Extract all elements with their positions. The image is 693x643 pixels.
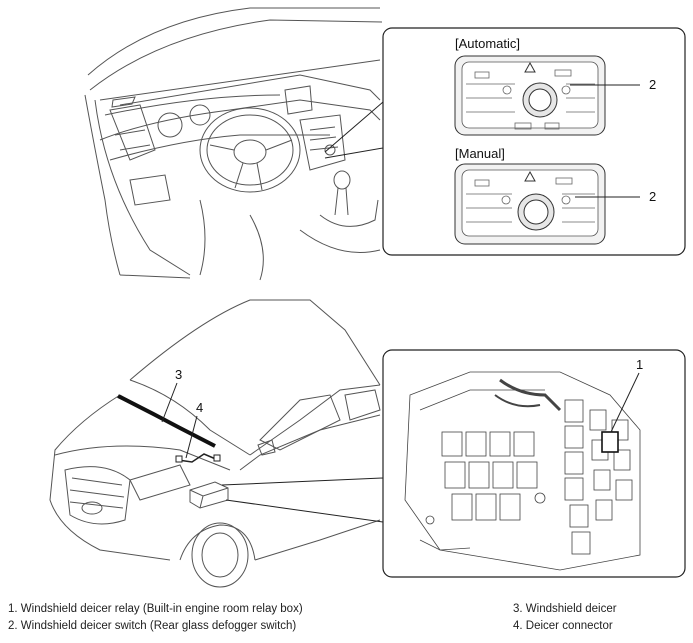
leader-line xyxy=(161,382,178,423)
leader-line xyxy=(221,477,384,486)
callout-4: 4 xyxy=(196,400,203,415)
leader-line xyxy=(324,147,384,159)
windshield-deicer xyxy=(117,394,216,448)
deicer-connector-plug xyxy=(213,454,221,462)
legend-right-column: 3. Windshield deicer 4. Deicer connector xyxy=(513,601,617,635)
legend-item-3: 3. Windshield deicer xyxy=(513,603,617,615)
legend-left-column: 1. Windshield deicer relay (Built-in eng… xyxy=(8,601,303,635)
callout-1: 1 xyxy=(636,357,643,372)
legend-item-2: 2. Windshield deicer switch (Rear glass … xyxy=(8,620,297,632)
callout-3: 3 xyxy=(175,367,182,382)
legend-item-1: 1. Windshield deicer relay (Built-in eng… xyxy=(8,603,303,615)
deicer-connector-plug xyxy=(175,455,183,463)
leader-line xyxy=(610,372,640,433)
car-exterior-illustration xyxy=(49,299,381,588)
leader-line xyxy=(225,499,384,523)
interior-illustration xyxy=(84,7,383,281)
leader-line xyxy=(185,415,198,459)
manual-climate-panel xyxy=(454,163,606,245)
windshield-deicer-relay xyxy=(601,431,619,453)
manual-label: [Manual] xyxy=(455,146,505,161)
deicer-connector xyxy=(177,453,219,463)
engine-room-relay-box xyxy=(404,371,641,571)
callout-2-automatic: 2 xyxy=(649,77,656,92)
callout-2-manual: 2 xyxy=(649,189,656,204)
legend-item-4: 4. Deicer connector xyxy=(513,620,613,632)
automatic-label: [Automatic] xyxy=(455,36,520,51)
diagram-illustration: [Automatic] 2 [Manual] 2 xyxy=(49,7,686,588)
leader-line xyxy=(324,101,384,153)
automatic-climate-panel xyxy=(454,55,606,136)
